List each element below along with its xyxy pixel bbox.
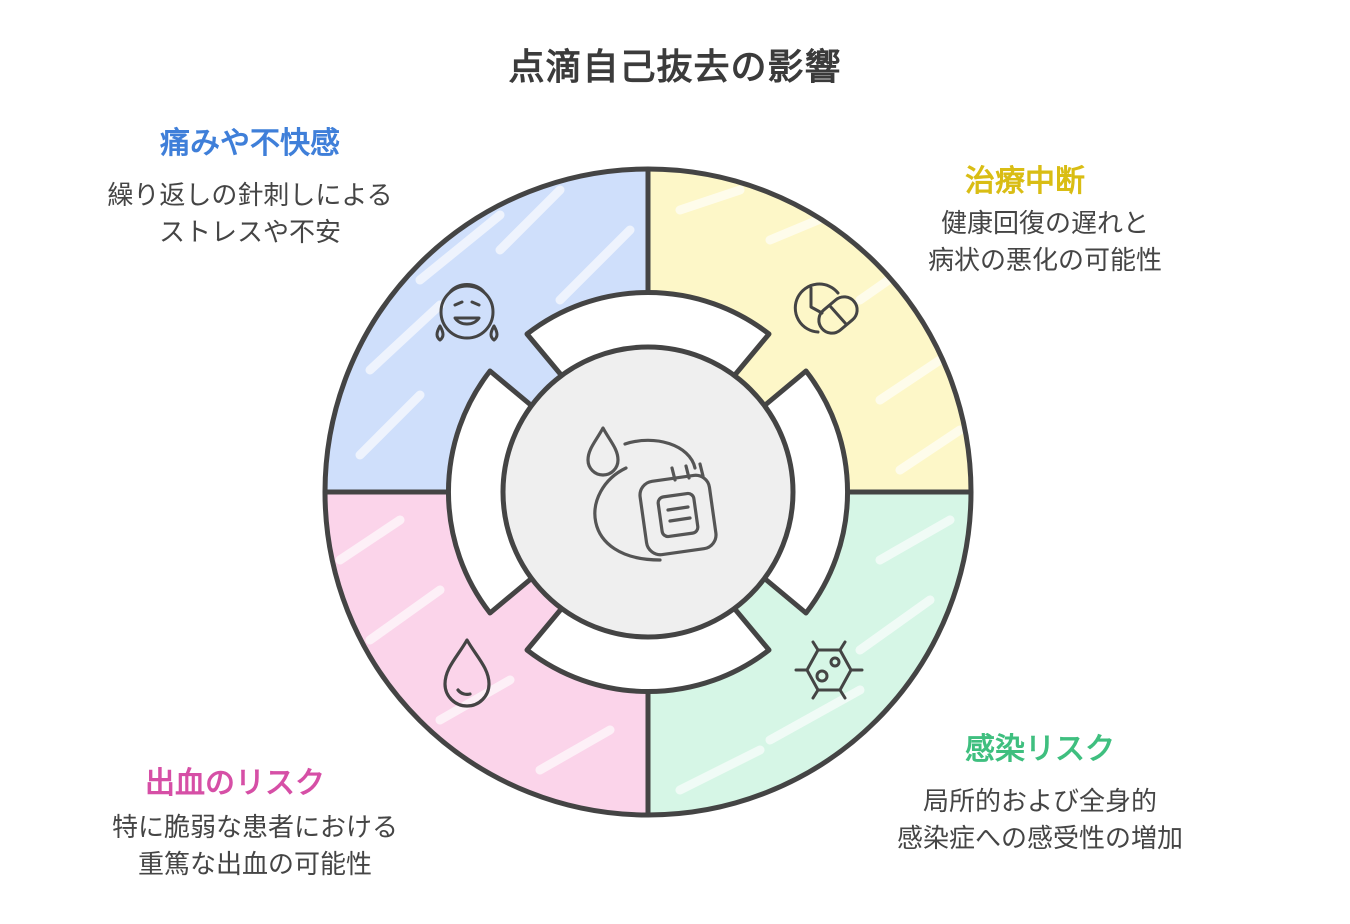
desc-bleeding: 特に脆弱な患者における 重篤な出血の可能性 xyxy=(55,810,455,884)
desc-pain-line-2: ストレスや不安 xyxy=(158,218,341,248)
label-bleeding: 出血のリスク xyxy=(145,766,325,801)
desc-treatment: 健康回復の遅れと 病状の悪化の可能性 xyxy=(855,206,1235,280)
bacteria-icon xyxy=(794,640,864,700)
desc-pain: 繰り返しの針刺しによる ストレスや不安 xyxy=(60,178,440,252)
label-pain: 痛みや不快感 xyxy=(160,126,340,161)
desc-pain-line-1: 繰り返しの針刺しによる xyxy=(107,181,393,211)
iv-drip-bag-icon xyxy=(586,426,718,562)
label-treatment: 治療中断 xyxy=(965,164,1085,199)
desc-infection-line-1: 局所的および全身的 xyxy=(922,787,1157,817)
desc-bleeding-line-1: 特に脆弱な患者における xyxy=(111,813,398,843)
desc-infection-line-2: 感染症への感受性の増加 xyxy=(896,824,1183,854)
desc-infection: 局所的および全身的 感染症への感受性の増加 xyxy=(835,784,1245,858)
desc-treatment-line-2: 病状の悪化の可能性 xyxy=(927,246,1162,276)
sketch-texture xyxy=(335,185,965,795)
desc-bleeding-line-2: 重篤な出血の可能性 xyxy=(137,850,372,880)
desc-treatment-line-1: 健康回復の遅れと xyxy=(940,209,1149,239)
crying-face-icon xyxy=(435,283,499,342)
inner-ring xyxy=(446,290,850,694)
label-infection: 感染リスク xyxy=(965,732,1115,767)
center-circle xyxy=(500,344,796,640)
clock-pill-icon xyxy=(793,282,859,335)
blood-drop-icon xyxy=(443,638,491,708)
page-title: 点滴自己抜去の影響 xyxy=(508,47,842,88)
